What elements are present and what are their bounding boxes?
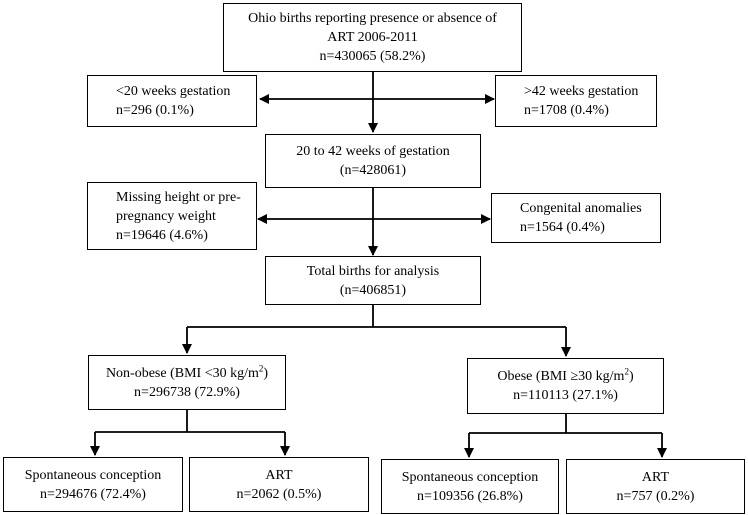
total-label: Total births for analysis bbox=[306, 263, 440, 279]
gestation-label: 20 to 42 weeks of gestation bbox=[296, 144, 450, 159]
total-births-box: Total births for analysis (n=406851) bbox=[265, 256, 481, 305]
art2-count: n=757 (0.2%) bbox=[616, 488, 695, 504]
obese-box: Obese (BMI ≥30 kg/m2) n=110113 (27.1%) bbox=[467, 358, 664, 414]
obese-count: n=110113 (27.1%) bbox=[513, 388, 618, 403]
under-20-label: <20 weeks gestation bbox=[116, 84, 231, 99]
ohio-title-line2: ART 2006-2011 bbox=[327, 30, 418, 45]
ohio-title-line1: Ohio births reporting presence or absenc… bbox=[248, 11, 497, 26]
missing-label-line1: Missing height or pre- bbox=[116, 189, 241, 205]
ohio-count: n=430065 (58.2%) bbox=[319, 49, 426, 64]
spont1-count: n=294676 (72.4%) bbox=[40, 486, 146, 502]
spontaneous-conception-obese-box: Spontaneous conception n=109356 (26.8%) bbox=[381, 459, 559, 514]
missing-height-weight-box: Missing height or pre- pregnancy weight … bbox=[87, 182, 257, 250]
over-42-count: n=1708 (0.4%) bbox=[524, 103, 609, 118]
art-obese-box: ART n=757 (0.2%) bbox=[566, 459, 745, 514]
under-20-count: n=296 (0.1%) bbox=[116, 103, 194, 118]
art1-count: n=2062 (0.5%) bbox=[236, 486, 322, 502]
spont2-count: n=109356 (26.8%) bbox=[417, 488, 523, 504]
non-obese-count: n=296738 (72.9%) bbox=[134, 384, 240, 400]
over-42-label: >42 weeks gestation bbox=[524, 84, 639, 99]
non-obese-label: Non-obese (BMI <30 kg/m2) bbox=[105, 362, 269, 381]
art-nonobese-box: ART n=2062 (0.5%) bbox=[189, 457, 369, 512]
missing-label-line2: pregnancy weight bbox=[116, 208, 216, 224]
over-42-weeks-box: >42 weeks gestation n=1708 (0.4%) bbox=[495, 75, 657, 127]
obese-label: Obese (BMI ≥30 kg/m2) bbox=[497, 366, 634, 384]
under-20-weeks-box: <20 weeks gestation n=296 (0.1%) bbox=[87, 75, 257, 127]
art2-label: ART bbox=[641, 469, 670, 485]
non-obese-box: Non-obese (BMI <30 kg/m2) n=296738 (72.9… bbox=[88, 355, 286, 410]
spont1-label: Spontaneous conception bbox=[24, 467, 162, 483]
missing-count: n=19646 (4.6%) bbox=[116, 227, 208, 243]
ohio-births-box: Ohio births reporting presence or absenc… bbox=[223, 3, 522, 72]
gestation-20-42-box: 20 to 42 weeks of gestation (n=428061) bbox=[265, 134, 481, 188]
total-count: (n=406851) bbox=[339, 282, 407, 298]
congenital-label: Congenital anomalies bbox=[520, 201, 642, 216]
spont2-label: Spontaneous conception bbox=[401, 469, 539, 485]
congenital-anomalies-box: Congenital anomalies n=1564 (0.4%) bbox=[491, 193, 661, 243]
spontaneous-conception-nonobese-box: Spontaneous conception n=294676 (72.4%) bbox=[3, 457, 183, 512]
gestation-count: (n=428061) bbox=[339, 163, 407, 178]
art1-label: ART bbox=[265, 467, 293, 483]
congenital-count: n=1564 (0.4%) bbox=[520, 220, 605, 235]
